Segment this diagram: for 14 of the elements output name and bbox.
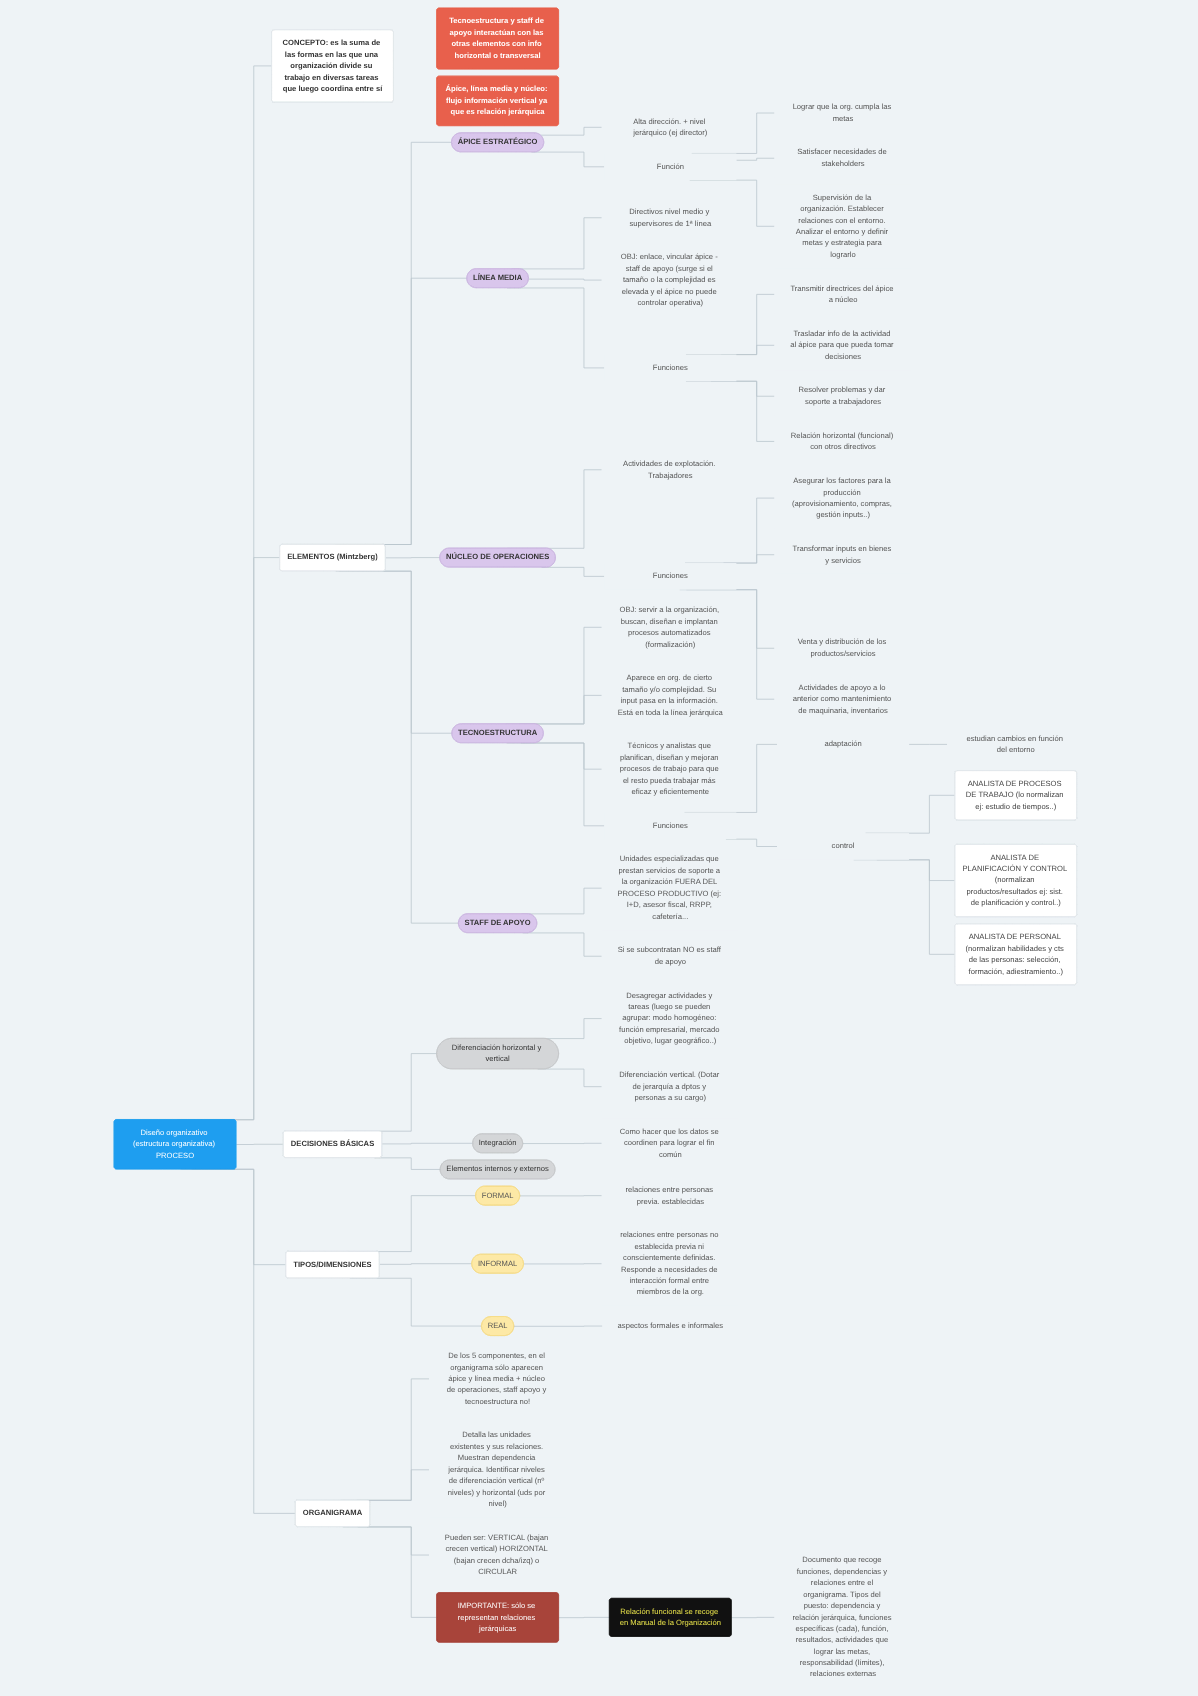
connector [539,126,602,136]
connector [908,744,948,745]
connector [385,557,441,559]
connector [735,157,775,161]
connector [730,1617,775,1619]
connector [684,497,775,564]
connector [522,1142,602,1144]
connector [378,1263,473,1265]
connector [513,1325,603,1327]
connector [722,554,775,564]
connector [381,1142,473,1145]
connector [235,1143,284,1145]
connector [530,151,605,168]
connector [558,1617,610,1619]
